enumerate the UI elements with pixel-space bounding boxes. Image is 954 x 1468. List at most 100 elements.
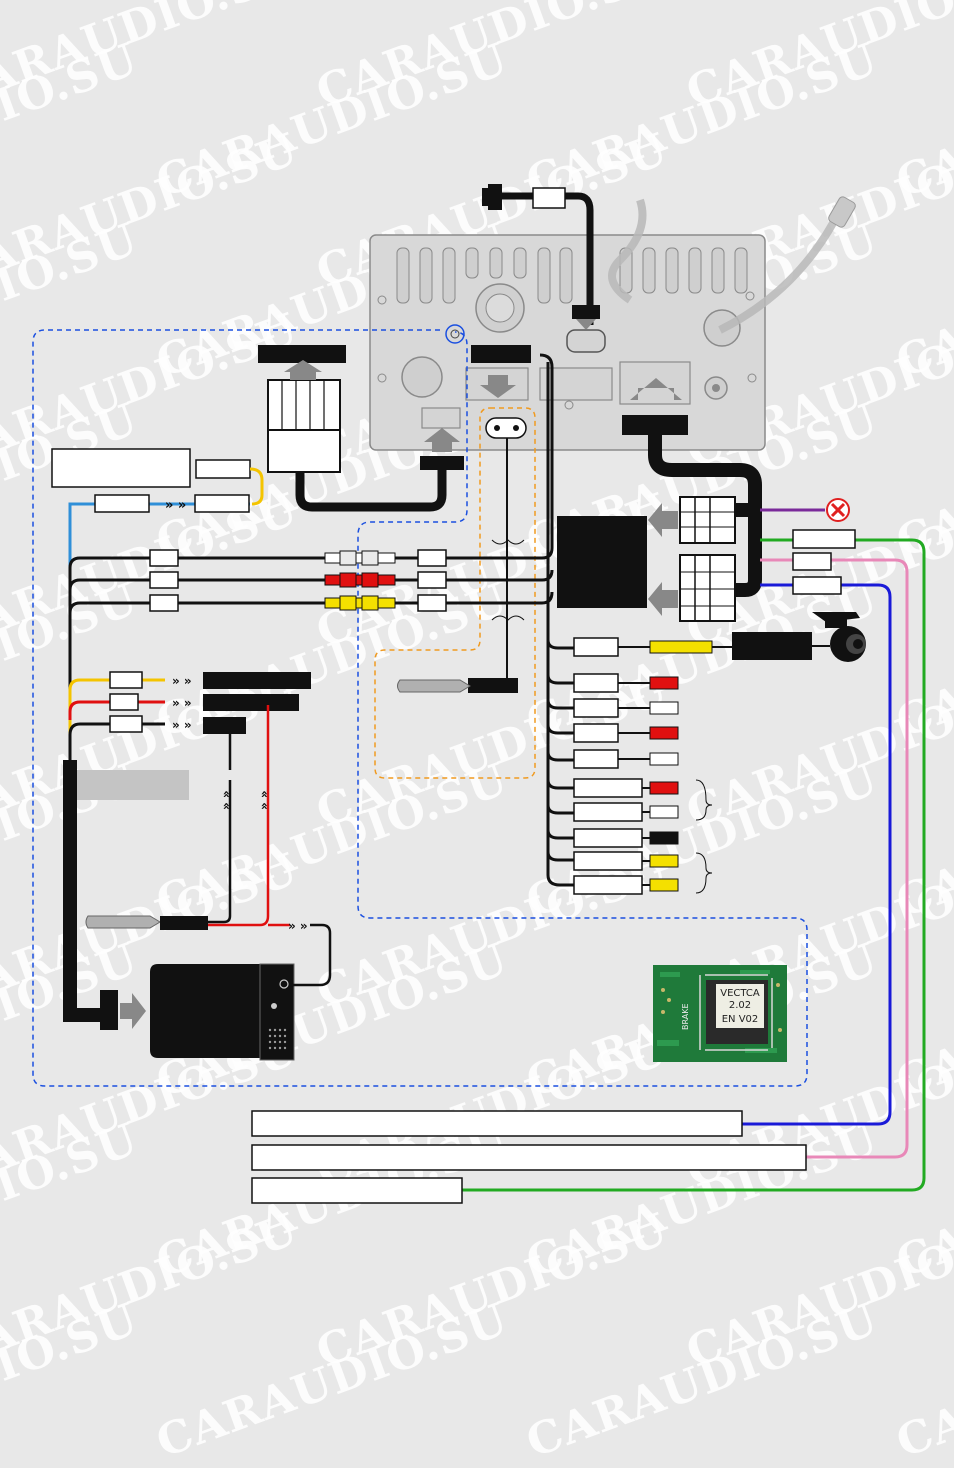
green-wire-description-box — [251, 1177, 463, 1204]
main-harness-label — [622, 415, 688, 435]
chip-label-line2: 2.02 — [729, 1000, 751, 1011]
fan-hub — [485, 293, 515, 323]
cooling-vents — [396, 247, 748, 304]
yellow-power-label — [109, 671, 143, 689]
small-connector-socket — [421, 407, 461, 429]
iso-1-arrow — [648, 503, 678, 537]
antenna-adapter-box — [51, 448, 191, 488]
usb-cable — [482, 184, 600, 330]
head-unit-rear-panel — [369, 234, 766, 451]
black-power-destination — [203, 717, 246, 734]
power-wires — [68, 678, 165, 760]
pcb-chip-photo: VECTCA 2.02 EN V02 BRAKE — [653, 965, 787, 1062]
crossing-mark-bottom — [491, 615, 525, 621]
iso-connector-1 — [648, 496, 736, 544]
amp-insert-arrow — [120, 993, 146, 1029]
black-power-label — [109, 715, 143, 733]
green-wire — [462, 538, 926, 1192]
chip-label-line1: VECTCA — [720, 988, 760, 999]
rca-row-labels — [149, 549, 447, 612]
green-wire-label — [792, 529, 856, 549]
aux-jack-socket — [445, 324, 465, 344]
amp-module — [150, 964, 292, 1058]
radio-harness-body — [267, 429, 341, 473]
crossing-mark-top — [491, 539, 525, 545]
camera-power-box — [732, 632, 812, 660]
svg-text:» »: » » — [257, 790, 271, 810]
usb-insert-arrow — [576, 319, 596, 330]
blue-dashed-region — [32, 329, 808, 1087]
harness-box-label — [258, 345, 346, 363]
diagram-canvas: » » — [32, 184, 926, 1204]
iso-2-arrow — [648, 582, 678, 616]
usb-port-socket — [566, 329, 606, 353]
chip-label-line3: EN V02 — [722, 1014, 759, 1025]
iso-connector-2 — [648, 554, 736, 622]
gps-antenna-cable — [608, 198, 844, 334]
rca-harness-label — [471, 345, 531, 363]
gps-antenna-plug — [828, 196, 856, 228]
rear-camera-icon — [812, 612, 866, 662]
yellow-wire-label-top — [195, 459, 251, 479]
car-iso-harness-block — [557, 516, 647, 608]
usb-plug-tip — [482, 188, 490, 206]
pink-wire-description-box — [251, 1144, 807, 1171]
yellow-power-destination — [203, 672, 311, 689]
usb-cable-label — [532, 187, 566, 209]
rca-fanout-wires — [546, 362, 575, 887]
amp-speaker-grille — [268, 1028, 287, 1050]
amp-input-plug — [85, 915, 161, 929]
svg-text:» »: » » — [172, 696, 192, 710]
rca-bracket-2 — [695, 852, 713, 894]
blue-wire-label — [792, 576, 842, 595]
amp-thick-cable — [63, 760, 100, 1022]
side-wires — [462, 508, 926, 1192]
steering-plug-label — [468, 678, 518, 693]
harness-cable — [295, 470, 447, 512]
lightblue-wire-label-right — [194, 494, 250, 513]
main-harness — [622, 378, 762, 597]
rca-fanout-plugs — [618, 640, 732, 892]
blue-wire — [742, 583, 892, 1126]
amp-plug — [100, 990, 118, 1030]
lightblue-wire-connector-glyph: » » — [165, 498, 186, 513]
amp-black-wire — [208, 780, 232, 924]
svg-text:» »: » » — [172, 674, 192, 688]
chip-side-label: BRAKE — [681, 1004, 690, 1031]
disconnect-icon-cross — [830, 502, 846, 518]
usb-socket-plug — [572, 305, 600, 319]
antenna-yellow-wire — [249, 467, 264, 506]
svg-text:» »: » » — [219, 790, 233, 810]
amp-input-label — [160, 916, 208, 930]
pink-wire-label — [792, 552, 832, 571]
rca-plug-pairs — [324, 550, 396, 611]
rca-bracket-1 — [695, 779, 713, 821]
lightblue-wire-label-left — [94, 494, 150, 513]
steering-connector — [485, 417, 527, 439]
antenna-lightblue-wire — [68, 502, 250, 570]
rca-fanout-labels — [573, 637, 643, 895]
radio-antenna-socket — [401, 356, 443, 398]
steering-plug — [397, 679, 471, 693]
rca-insert-arrow — [480, 375, 516, 398]
radio-harness-connector — [267, 379, 341, 431]
gray-note-box — [75, 770, 189, 800]
aux-jack-socket-inner — [450, 329, 460, 339]
svg-text:» »: » » — [172, 718, 192, 732]
amp-led — [271, 1003, 277, 1009]
amp-jack — [279, 979, 289, 989]
harness-arrow — [284, 360, 322, 380]
small-harness-label — [420, 456, 464, 470]
svg-text:» »: » » — [288, 919, 308, 933]
power-insert-arrow — [630, 378, 682, 400]
mic-socket-center — [712, 384, 720, 392]
amp-jack-wire — [290, 923, 332, 987]
amp-red-wire — [208, 705, 270, 927]
pink-wire — [760, 558, 909, 1159]
usb-plug — [488, 184, 502, 210]
red-power-destination — [203, 694, 299, 711]
red-power-label — [109, 693, 139, 711]
blue-wire-description-box — [251, 1110, 743, 1137]
small-connector-arrow — [424, 428, 460, 452]
